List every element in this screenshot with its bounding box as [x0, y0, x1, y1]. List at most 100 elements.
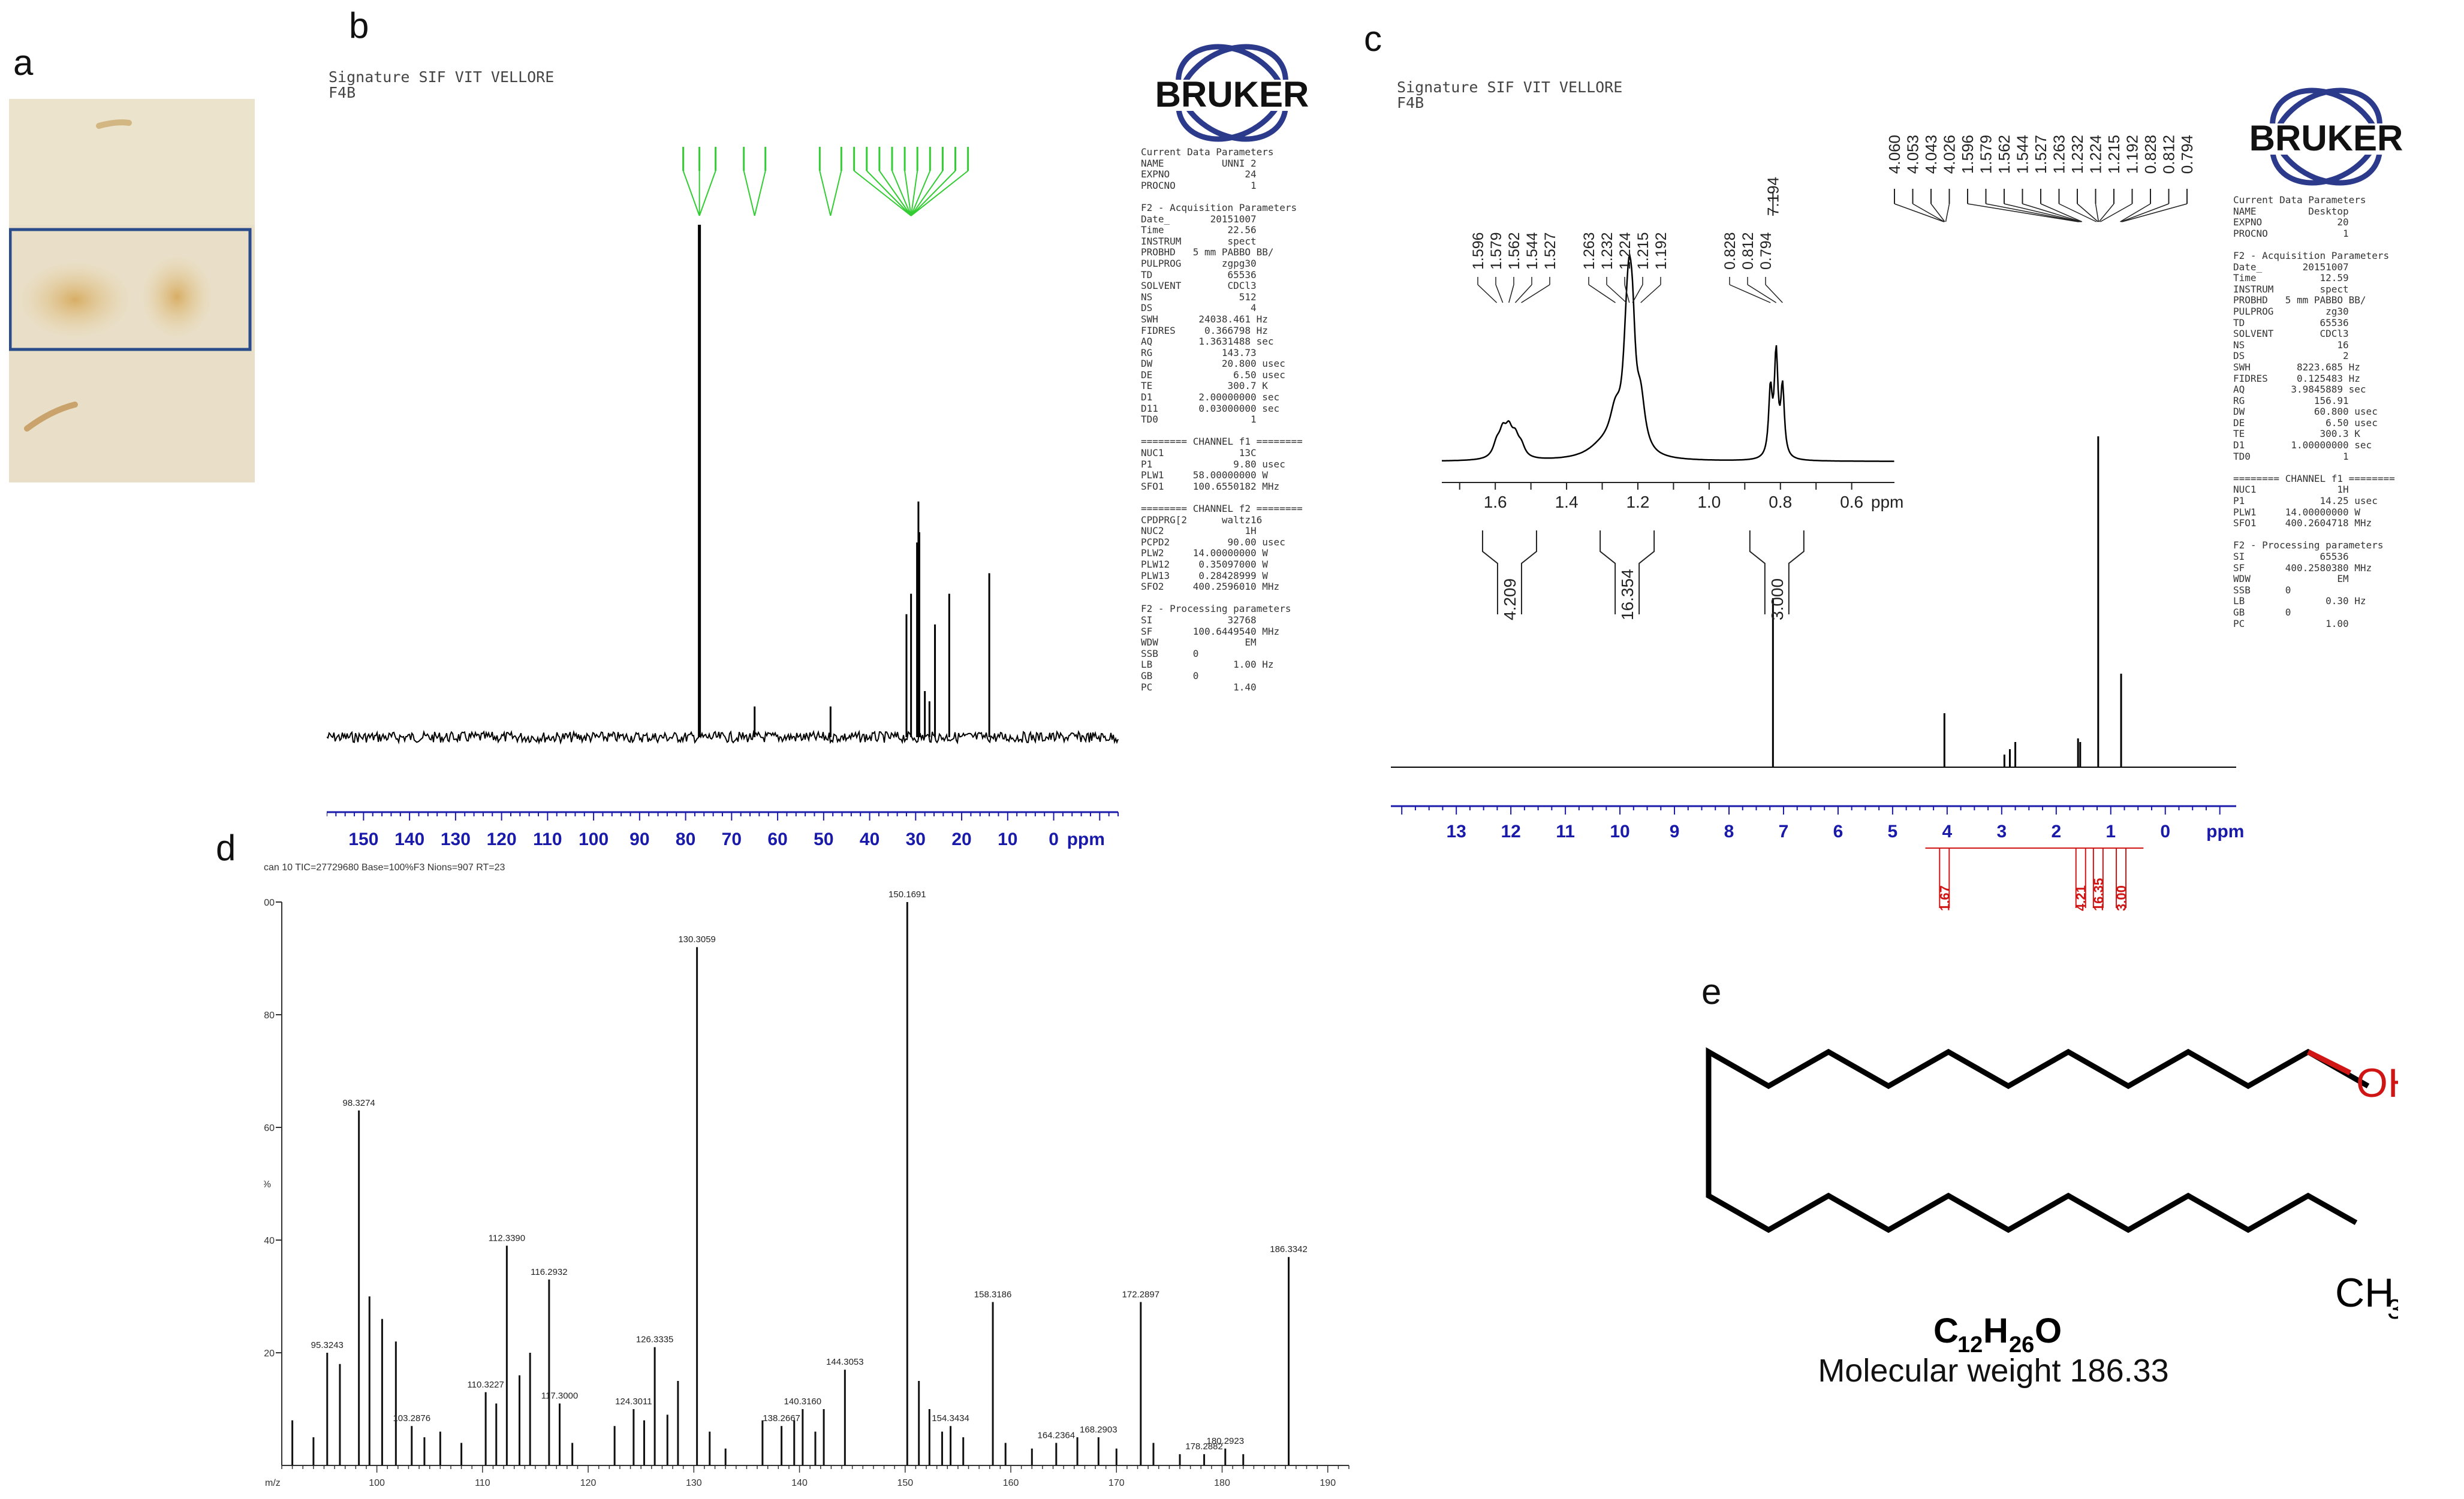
panel-label-d: d — [216, 828, 236, 868]
param-line: SI 32768 — [1141, 614, 1257, 626]
x-tick-label: 11 — [1556, 822, 1575, 842]
peak-label: 1.579 — [1977, 135, 1995, 174]
param-line — [1141, 426, 1303, 437]
y-tick-label: 40 — [264, 1236, 275, 1246]
ms-peak-label: 130.3059 — [678, 934, 716, 945]
x-tick-label: 110 — [533, 830, 562, 849]
peak-label: 4.043 — [1922, 135, 1940, 174]
param-line: GB 0 — [1141, 669, 1199, 681]
peak-label: 0.794 — [2178, 135, 2196, 174]
peak-label-leader — [2120, 203, 2169, 222]
x-tick-label: 180 — [1214, 1478, 1230, 1488]
param-line: Time 12.59 — [2233, 272, 2349, 284]
ms-peak-label: 95.3243 — [311, 1340, 344, 1350]
peak-label-leader — [1729, 284, 1771, 303]
param-line: Time 22.56 — [1141, 224, 1257, 236]
inset-peak-label: 1.263 — [1581, 232, 1598, 270]
inset-peak-label: 1.527 — [1542, 232, 1559, 270]
ms-header: can 10 TIC=27729680 Base=100%F3 Nions=90… — [264, 862, 505, 873]
param-line: EXPNO 24 — [1141, 168, 1257, 180]
inset-peak-label: 1.232 — [1599, 232, 1616, 270]
param-line — [1141, 492, 1303, 503]
hydroxyl-label: OH — [2356, 1060, 2398, 1106]
x-tick-label: 90 — [629, 830, 649, 849]
peak-label-leader — [1967, 203, 2079, 222]
peak-label-leader — [2077, 203, 2099, 222]
inset-peak-label: 1.562 — [1506, 232, 1523, 270]
param-line: TD 65536 — [2233, 316, 2349, 328]
dodecanol-structure: OH CH 3 C 12 H 26 O Molecular weight 186… — [1706, 1047, 2398, 1389]
peak-label-leader — [1508, 284, 1514, 303]
param-line: SF 100.6449540 MHz — [1141, 625, 1280, 637]
svg-text:H: H — [1983, 1311, 2008, 1350]
param-line: INSTRUM spect — [1141, 235, 1257, 247]
peak-label: 1.263 — [2050, 135, 2068, 174]
mass-spectrum: can 10 TIC=27729680 Base=100%F3 Nions=90… — [264, 862, 1350, 1488]
x-tick-label: 60 — [767, 830, 787, 849]
peak-label-leader — [819, 170, 832, 216]
ms-peak-label: 116.2932 — [531, 1267, 567, 1277]
inset-x-tick-label: 1.2 — [1626, 493, 1649, 511]
peak-label: 1.192 — [2123, 135, 2141, 174]
peak-label-leader — [682, 170, 700, 216]
inset-peak-label: 1.579 — [1488, 232, 1505, 270]
param-line: PROCNO 1 — [2233, 227, 2349, 239]
param-line: SWH 24038.461 Hz — [1141, 313, 1268, 325]
peak-label-leader — [866, 170, 912, 216]
ms-peak-label: 117.3000 — [541, 1391, 578, 1401]
param-line: DW 60.800 usec — [2233, 406, 2378, 418]
param-line: WDW EM — [2233, 573, 2349, 585]
peak-label-leader — [904, 170, 912, 216]
param-line: F2 - Processing parameters — [1141, 603, 1291, 615]
ms-peak-label: 172.2897 — [1122, 1289, 1160, 1299]
x-axis-label: ppm — [1067, 830, 1105, 849]
methyl-label: CH 3 — [2335, 1270, 2398, 1325]
ms-peak-label: 154.3434 — [932, 1413, 969, 1423]
svg-text:3: 3 — [2387, 1293, 2398, 1325]
svg-text:26: 26 — [2009, 1332, 2034, 1358]
peak-label-leader — [2095, 203, 2099, 222]
param-line: CPDPRG[2 waltz16 — [1141, 514, 1263, 526]
bruker-logo-b: BRUKER — [1136, 44, 1328, 142]
peak-label: 1.527 — [2032, 135, 2050, 174]
peak-label-leader — [854, 170, 912, 216]
x-tick-label: 6 — [1833, 822, 1844, 842]
svg-text:O: O — [2035, 1311, 2062, 1350]
y-tick-label: 20 — [264, 1349, 275, 1359]
molecular-formula: C 12 H 26 O — [1933, 1311, 2062, 1358]
x-tick-label: 0 — [2160, 822, 2170, 842]
param-line — [1141, 191, 1303, 203]
peak-label-leader — [1930, 203, 1945, 222]
integral-value: 3.00 — [2114, 885, 2129, 911]
ms-peak-label: 178.2882 — [1185, 1441, 1223, 1452]
param-line: SSB 0 — [2233, 584, 2291, 596]
ms-peak-label: 164.2364 — [1038, 1430, 1076, 1440]
peak-label: 0.812 — [2160, 135, 2178, 174]
signature-c: Signature SIF VIT VELLORE F4B — [1397, 79, 1623, 111]
ms-peak-label: 180.2923 — [1207, 1436, 1245, 1446]
param-line: P1 9.80 usec — [1141, 458, 1285, 470]
param-line: PLW1 58.00000000 W — [1141, 469, 1268, 481]
param-line: Date_ 20151007 — [1141, 213, 1257, 225]
peak-label-leader — [910, 170, 931, 216]
y-axis-label: % — [264, 1180, 271, 1190]
param-line: NAME UNNI 2 — [1141, 157, 1257, 169]
param-line: FIDRES 0.125483 Hz — [2233, 372, 2360, 384]
inset-x-tick-label: 1.0 — [1697, 493, 1721, 511]
inset-peak-label: 1.192 — [1653, 232, 1670, 270]
param-line: LB 1.00 Hz — [1141, 659, 1274, 671]
param-line: PROBHD 5 mm PABBO BB/ — [2233, 294, 2366, 306]
peak-label: 4.026 — [1941, 135, 1959, 174]
param-line: Current Data Parameters — [2233, 194, 2366, 206]
param-line: DE 6.50 usec — [1141, 369, 1285, 381]
svg-text:C: C — [1933, 1311, 1959, 1350]
ms-peak-label: 126.3335 — [636, 1335, 674, 1345]
param-line: ======== CHANNEL f1 ======== — [1141, 436, 1303, 448]
peak-label: 4.053 — [1904, 135, 1922, 174]
ms-peak-label: 144.3053 — [826, 1357, 864, 1367]
ms-peak-label: 150.1691 — [888, 889, 926, 900]
inset-peak-label: 0.828 — [1722, 232, 1739, 270]
inset-integral-value: 16.354 — [1618, 569, 1637, 620]
x-tick-label: 110 — [475, 1478, 490, 1488]
param-line: F2 - Processing parameters — [2233, 539, 2384, 551]
